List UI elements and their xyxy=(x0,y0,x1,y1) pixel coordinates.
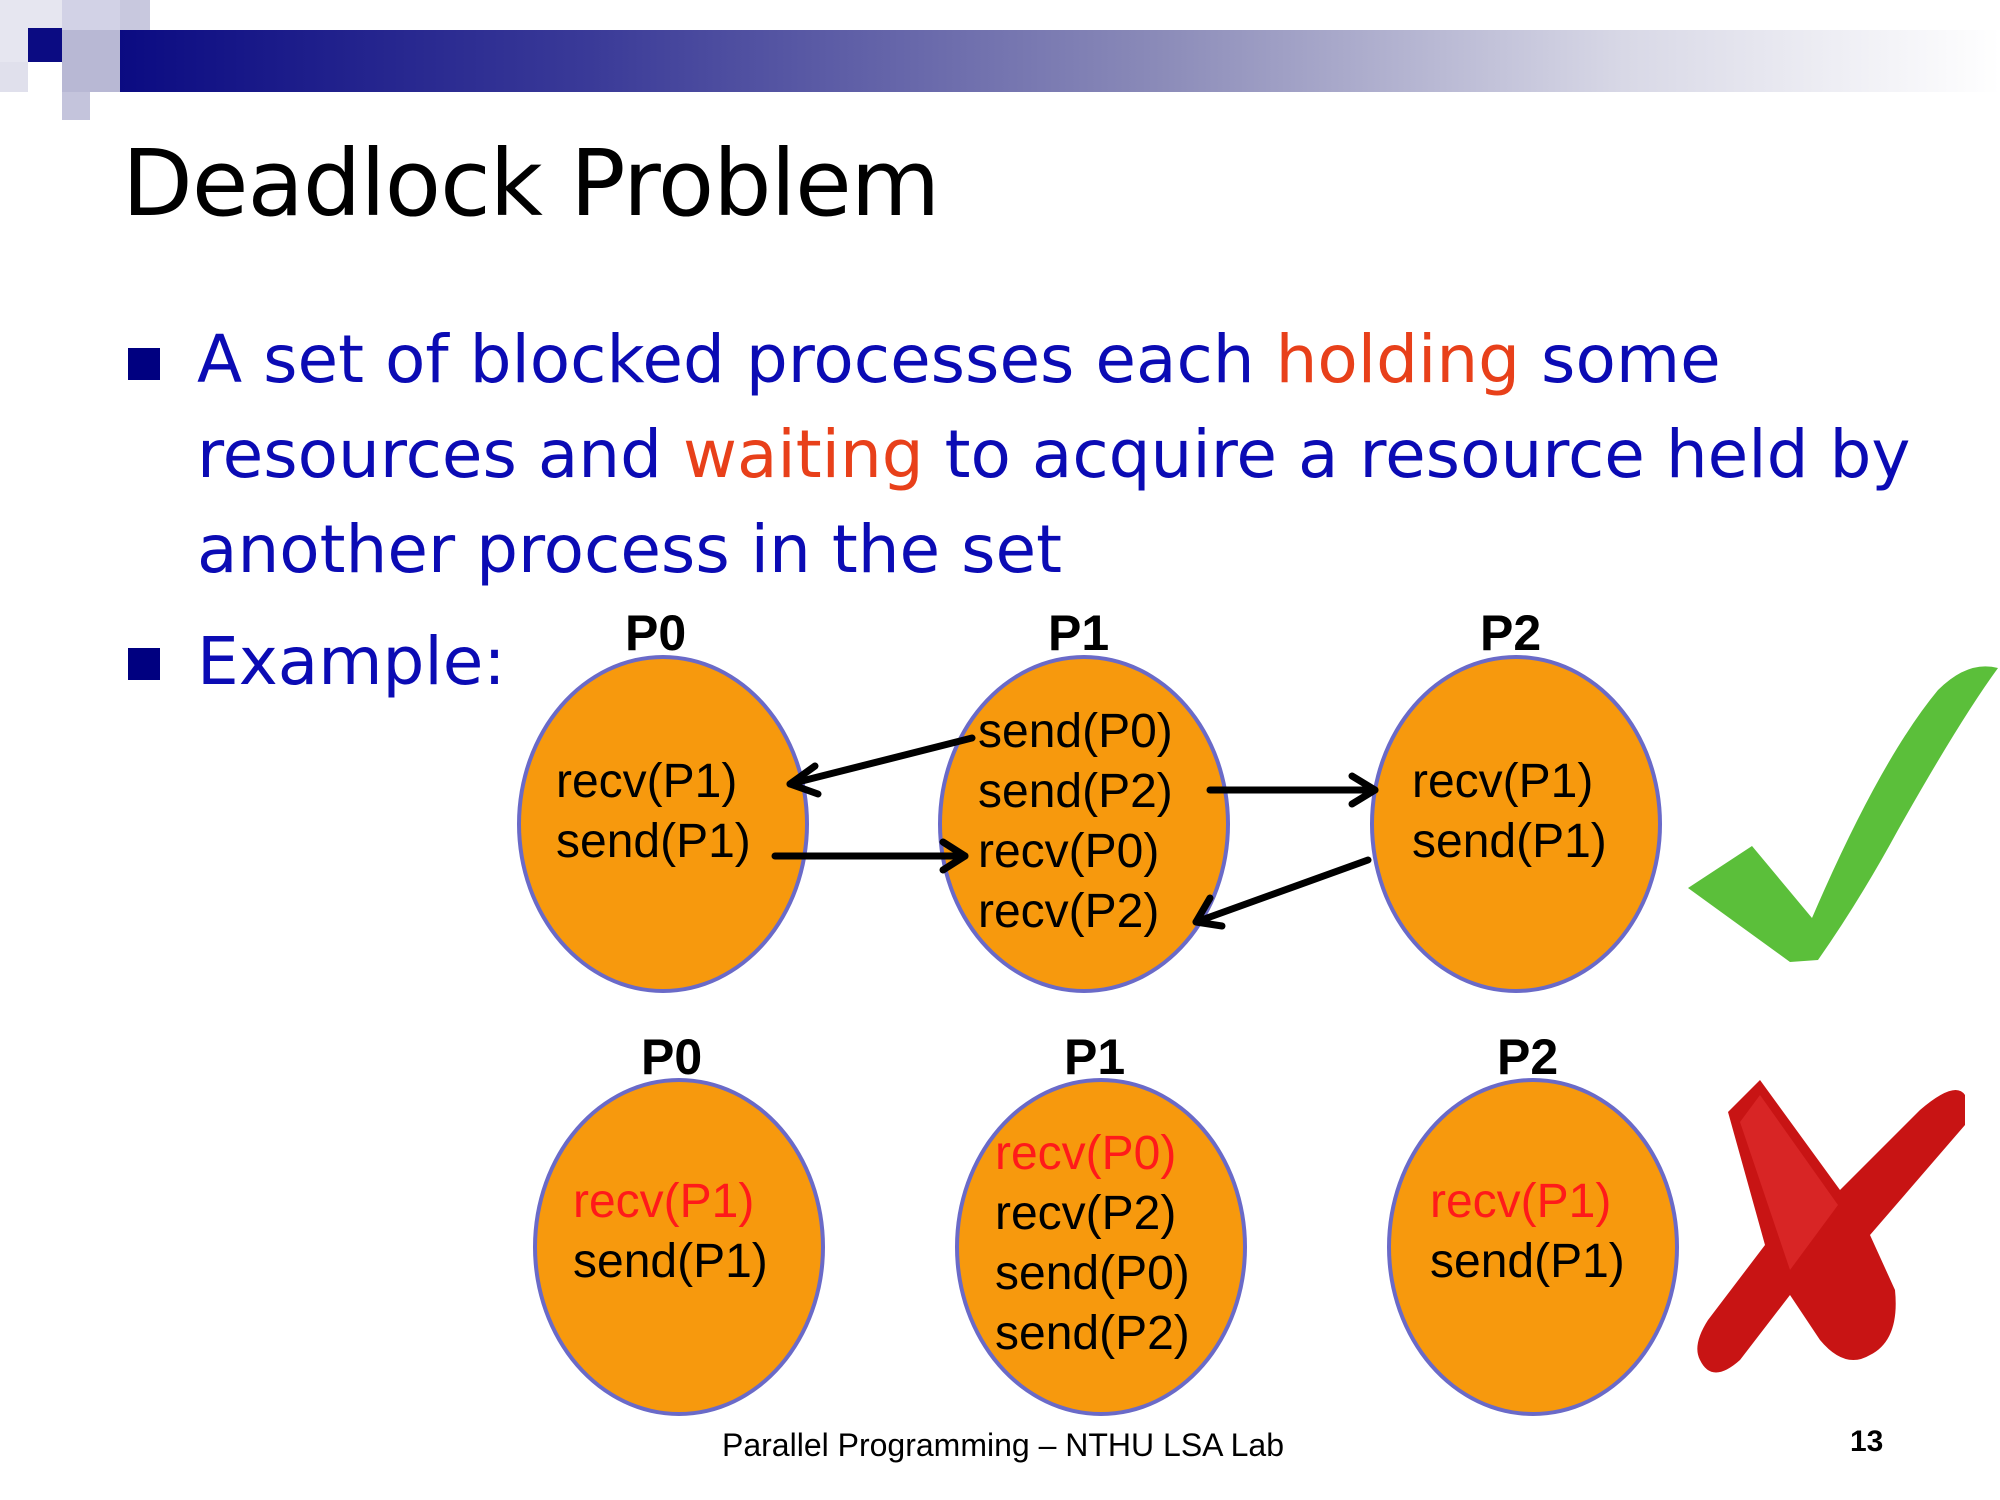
process-code-p1: send(P0) send(P2) recv(P0) recv(P2) xyxy=(978,702,1173,942)
arrow-p1-to-p0 xyxy=(786,734,976,798)
bullet-marker xyxy=(128,348,160,380)
code-line: send(P1) xyxy=(1412,815,1607,868)
process-label-p0: P0 xyxy=(641,1029,703,1085)
blocked-code-line: recv(P1) xyxy=(573,1175,755,1228)
code-line: send(P1) xyxy=(1430,1235,1625,1288)
code-line: recv(P0) xyxy=(978,825,1160,878)
process-label-p1: P1 xyxy=(1064,1029,1126,1085)
slide-title: Deadlock Problem xyxy=(122,130,940,237)
process-code-p2: recv(P1) send(P1) xyxy=(1430,1172,1625,1292)
process-code-p0: recv(P1) send(P1) xyxy=(556,752,751,872)
bullet-text-segment: resources and xyxy=(197,416,683,493)
code-line: send(P2) xyxy=(995,1307,1190,1360)
code-line: send(P1) xyxy=(556,815,751,868)
code-line: send(P0) xyxy=(978,705,1173,758)
process-node-p2 xyxy=(1387,1078,1679,1416)
arrow-p2-to-p1 xyxy=(1192,856,1372,930)
header-square xyxy=(0,62,28,92)
header-square xyxy=(28,28,62,62)
process-code-p1: recv(P0) recv(P2) send(P0) send(P2) xyxy=(995,1124,1190,1364)
header-gradient-bar xyxy=(120,30,2000,92)
check-mark-icon xyxy=(1688,666,1998,962)
code-line: recv(P1) xyxy=(556,755,738,808)
bullet-example: Example: xyxy=(197,623,506,700)
process-label-p0: P0 xyxy=(625,605,687,661)
code-line: send(P1) xyxy=(573,1235,768,1288)
header-square xyxy=(62,0,120,30)
blocked-code-line: recv(P1) xyxy=(1430,1175,1612,1228)
header-square xyxy=(62,30,120,92)
process-code-p2: recv(P1) send(P1) xyxy=(1412,752,1607,872)
bullet-text-segment: to acquire a resource held by xyxy=(923,416,1911,493)
process-node-p1 xyxy=(938,655,1230,993)
code-line: recv(P2) xyxy=(978,885,1160,938)
bullet-text-segment: another process in the set xyxy=(197,511,1062,588)
bullet-line: A set of blocked processes each holding … xyxy=(197,312,1957,407)
process-label-p1: P1 xyxy=(1048,605,1110,661)
highlight-holding: holding xyxy=(1275,321,1521,398)
code-line: send(P2) xyxy=(978,765,1173,818)
bullet-text-segment: A set of blocked processes each xyxy=(197,321,1276,398)
slide-footer: Parallel Programming – NTHU LSA Lab xyxy=(722,1427,1285,1463)
header-square xyxy=(120,0,150,30)
code-line: send(P0) xyxy=(995,1247,1190,1300)
process-node-p2 xyxy=(1370,655,1662,993)
header-square xyxy=(62,92,90,120)
process-label-p2: P2 xyxy=(1480,605,1542,661)
process-label-p2: P2 xyxy=(1497,1029,1559,1085)
cross-mark-icon xyxy=(1697,1080,1965,1373)
process-node-p0 xyxy=(517,655,809,993)
bullet-marker xyxy=(128,648,160,680)
arrow-p0-to-p1 xyxy=(771,838,969,874)
arrow-p1-to-p2 xyxy=(1206,772,1379,808)
process-code-p0: recv(P1) send(P1) xyxy=(573,1172,768,1292)
bullet-line: another process in the set xyxy=(197,502,1957,597)
process-node-p1 xyxy=(955,1078,1247,1416)
code-line: recv(P1) xyxy=(1412,755,1594,808)
bullet-line: resources and waiting to acquire a resou… xyxy=(197,407,1957,502)
page-number: 13 xyxy=(1850,1425,1884,1458)
process-node-p0 xyxy=(533,1078,825,1416)
code-line: recv(P2) xyxy=(995,1187,1177,1240)
highlight-waiting: waiting xyxy=(682,416,924,493)
blocked-code-line: recv(P0) xyxy=(995,1127,1177,1180)
bullet-text-segment: some xyxy=(1520,321,1721,398)
bullet-definition: A set of blocked processes each holding … xyxy=(197,312,1957,597)
